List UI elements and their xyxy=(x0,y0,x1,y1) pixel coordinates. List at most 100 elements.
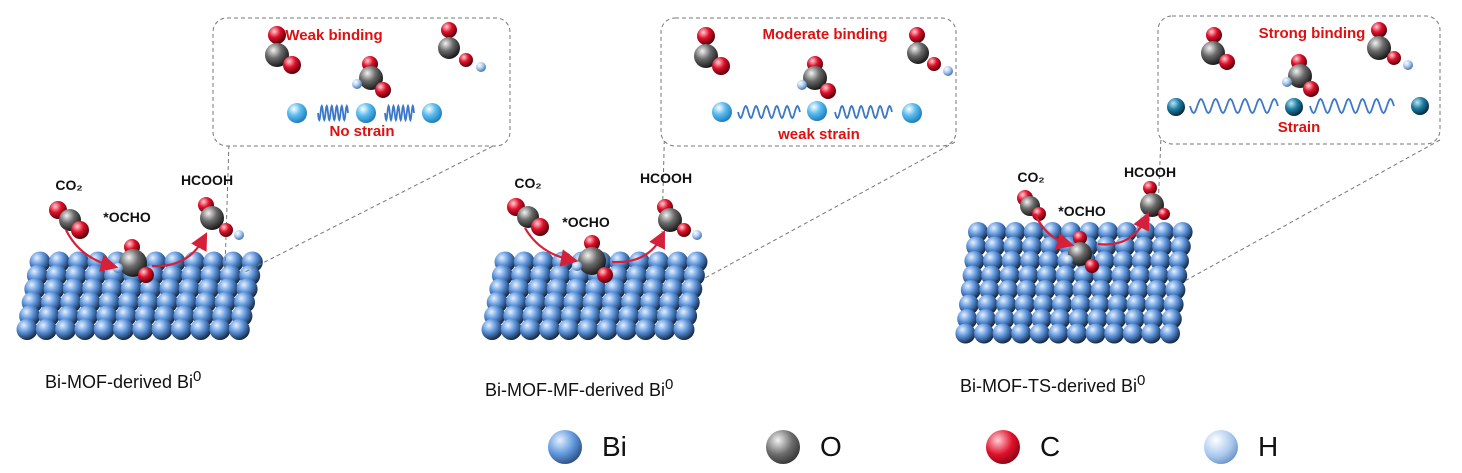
bi-atom xyxy=(74,319,96,340)
atom xyxy=(1032,207,1046,221)
strain-spring xyxy=(834,104,893,120)
bi-atom xyxy=(209,319,231,340)
intermediate-label: *OCHO xyxy=(1058,203,1106,219)
atom xyxy=(694,44,718,68)
bi-atom xyxy=(1172,222,1193,242)
bi-atom xyxy=(1087,309,1108,329)
bi-atom xyxy=(1107,294,1128,315)
bi-atom xyxy=(1031,309,1052,329)
bi-atom xyxy=(1146,280,1167,300)
bi-atom xyxy=(577,319,599,340)
atom xyxy=(1143,181,1157,195)
bi-atom xyxy=(1033,294,1054,315)
zoom-line xyxy=(1182,139,1441,283)
bi-atom xyxy=(558,319,580,340)
bi-atom xyxy=(1143,309,1164,329)
o-atom-icon xyxy=(766,430,800,464)
bi-atom xyxy=(1161,309,1182,329)
bi-atom xyxy=(228,319,250,340)
bi-atom xyxy=(1096,236,1117,257)
panel-caption: Bi-MOF-MF-derived Bi0 xyxy=(485,376,674,400)
h-atom-icon xyxy=(1204,430,1238,464)
bi-atom xyxy=(1411,97,1429,115)
bi-atom xyxy=(966,236,987,257)
bi-atom xyxy=(996,294,1017,315)
bi-atom xyxy=(968,222,988,242)
atom xyxy=(584,235,600,251)
bi-atom xyxy=(902,103,922,123)
bi-atom xyxy=(1053,280,1074,300)
bi-atom xyxy=(986,222,1007,242)
bi-atom xyxy=(807,101,827,121)
bi-atom xyxy=(1167,98,1185,116)
product-label: HCOOH xyxy=(1124,164,1176,180)
bi-atom xyxy=(596,319,618,340)
bi-atom xyxy=(1038,251,1059,271)
bi-atom xyxy=(93,319,115,340)
bi-atom xyxy=(1154,222,1174,242)
bi-atom xyxy=(983,251,1003,271)
binding-label: Moderate binding xyxy=(763,26,888,43)
bi-atom xyxy=(1016,280,1037,300)
atom xyxy=(1073,231,1087,245)
bi-atom xyxy=(1070,294,1091,315)
co2-label: CO₂ xyxy=(1017,169,1044,185)
arrow-desorption xyxy=(1097,212,1150,246)
bi-atom xyxy=(113,319,134,340)
bi-atom xyxy=(35,319,57,340)
atom xyxy=(597,267,613,283)
bi-atom xyxy=(1020,251,1041,271)
bi-atom xyxy=(981,265,1002,286)
atom xyxy=(1140,193,1164,217)
intermediate-label: *OCHO xyxy=(562,214,610,230)
product-label: HCOOH xyxy=(640,170,692,186)
atom xyxy=(265,43,289,67)
atom xyxy=(803,66,827,90)
legend-item-c: C xyxy=(986,430,1060,464)
atom xyxy=(658,208,682,232)
bi-atom xyxy=(1091,280,1111,300)
binding-label: Strong binding xyxy=(1259,25,1366,42)
bi-atom xyxy=(1148,265,1169,286)
strain-label: weak strain xyxy=(777,126,860,143)
bi-atom xyxy=(1055,265,1076,286)
bi-slabs xyxy=(16,222,1193,344)
bi-atom xyxy=(959,294,979,315)
bi-atom xyxy=(519,319,541,340)
strain-spring xyxy=(1309,97,1395,115)
bi-atom xyxy=(1285,98,1303,116)
bi-atom xyxy=(1133,236,1154,257)
bi-atom xyxy=(1104,323,1125,344)
zoom-line xyxy=(244,139,506,273)
bi-atom xyxy=(1145,294,1165,315)
legend-item-o: O xyxy=(766,430,842,464)
bi-atom xyxy=(1072,280,1093,300)
bi-atom xyxy=(356,103,376,123)
bi-atom xyxy=(1052,294,1072,315)
atom xyxy=(1201,41,1225,65)
atom xyxy=(138,267,154,283)
legend-label: Bi xyxy=(602,431,627,462)
legend-item-h: H xyxy=(1204,430,1278,464)
bi-atom xyxy=(635,319,657,340)
atom xyxy=(1371,22,1387,38)
bi-atom xyxy=(1013,309,1033,329)
bi-atom xyxy=(132,319,154,340)
atom xyxy=(697,27,715,45)
bi-atom xyxy=(190,319,212,340)
bi-atom xyxy=(974,323,994,344)
bi-atom xyxy=(1022,236,1042,257)
zoom-line xyxy=(224,109,231,269)
atom xyxy=(441,22,457,38)
bi-atom xyxy=(1126,294,1147,315)
bi-atom xyxy=(1160,323,1180,344)
legend-item-bi: Bi xyxy=(548,430,627,464)
bi-atom xyxy=(1167,265,1188,286)
bi-atom xyxy=(1150,251,1171,271)
bi-atom xyxy=(712,102,732,122)
bi-atom xyxy=(170,319,192,340)
legend-label: H xyxy=(1258,431,1279,462)
bi-atom xyxy=(1011,323,1032,344)
bi-atom xyxy=(999,265,1020,286)
